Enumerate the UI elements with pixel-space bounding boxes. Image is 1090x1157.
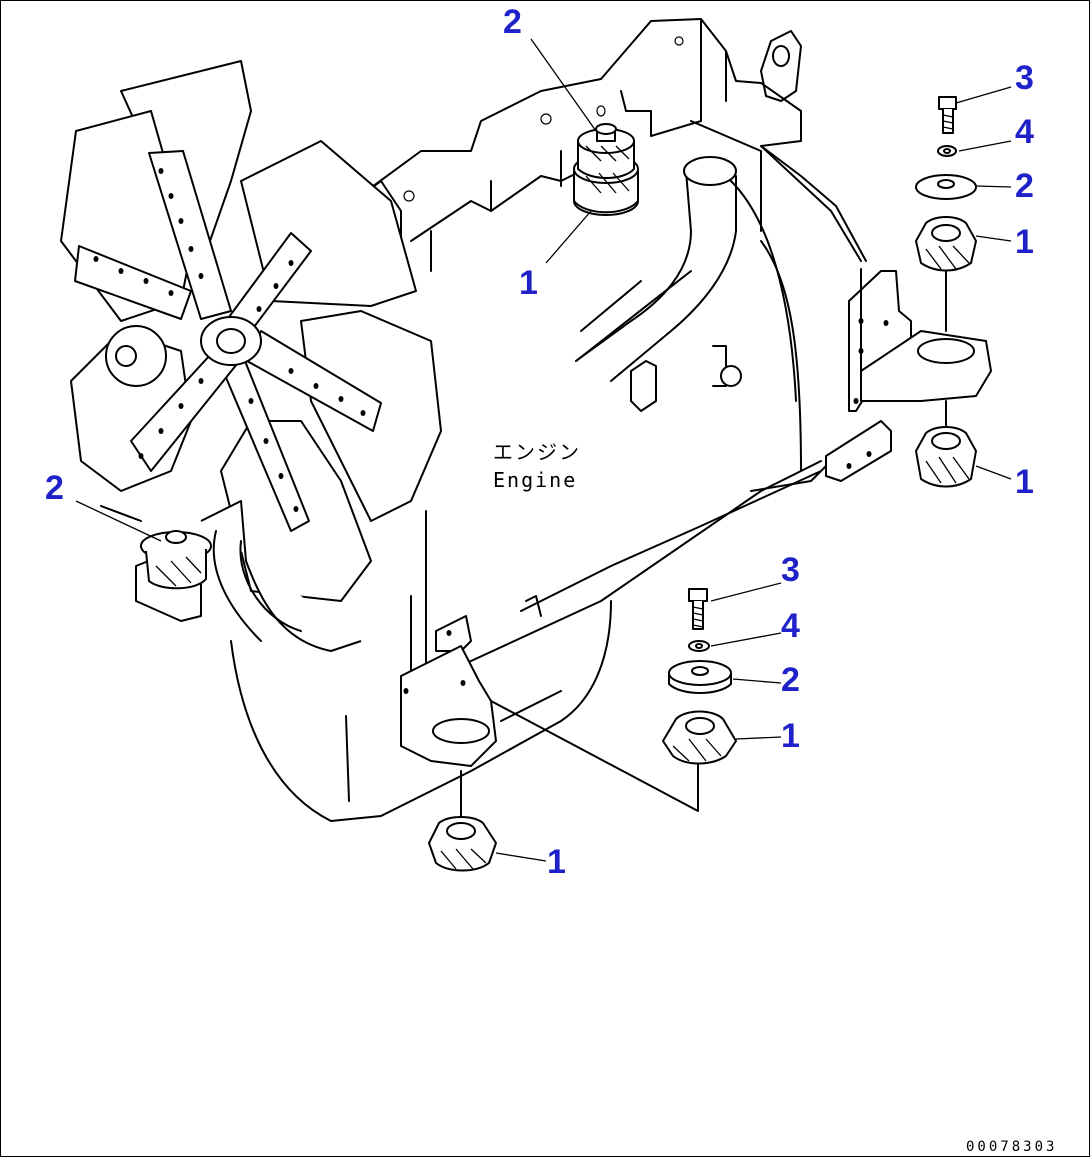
callout-bottom-2: 2 xyxy=(781,661,800,699)
engine-label-japanese: エンジン xyxy=(493,440,581,464)
callout-right-upper-2: 2 xyxy=(1015,167,1034,205)
callout-right-upper-3: 3 xyxy=(1015,59,1034,97)
drawing-number: 00078303 xyxy=(966,1139,1057,1155)
front-left-mount xyxy=(100,500,362,652)
rear-right-bracket xyxy=(825,268,992,482)
callout-right-upper-4: 4 xyxy=(1015,113,1034,151)
engine-label: エンジン Engine xyxy=(493,440,581,492)
callout-left-2: 2 xyxy=(45,469,64,507)
callout-bottom-1a: 1 xyxy=(781,717,800,755)
top-rear-cushion xyxy=(573,123,639,216)
callout-labels: 2 1 3 4 2 1 1 2 3 4 2 1 1 xyxy=(45,3,1034,881)
cooling-fan xyxy=(60,60,442,602)
callout-top-cushion-2: 2 xyxy=(503,3,522,41)
callout-right-lower-1: 1 xyxy=(1015,463,1034,501)
leader-lines xyxy=(75,38,1012,862)
engine-label-english: Engine xyxy=(493,468,577,492)
callout-top-cushion-1: 1 xyxy=(519,264,538,302)
upper-right-exploded-stack xyxy=(915,96,977,488)
front-right-bracket xyxy=(400,595,699,817)
lower-exploded-stack xyxy=(428,588,737,872)
callout-right-upper-1: 1 xyxy=(1015,223,1034,261)
callout-bottom-4: 4 xyxy=(781,607,800,645)
callout-bottom-1b: 1 xyxy=(547,843,566,881)
engine-block xyxy=(230,18,867,822)
fan-spoke-holes xyxy=(93,168,366,512)
callout-bottom-3: 3 xyxy=(781,551,800,589)
